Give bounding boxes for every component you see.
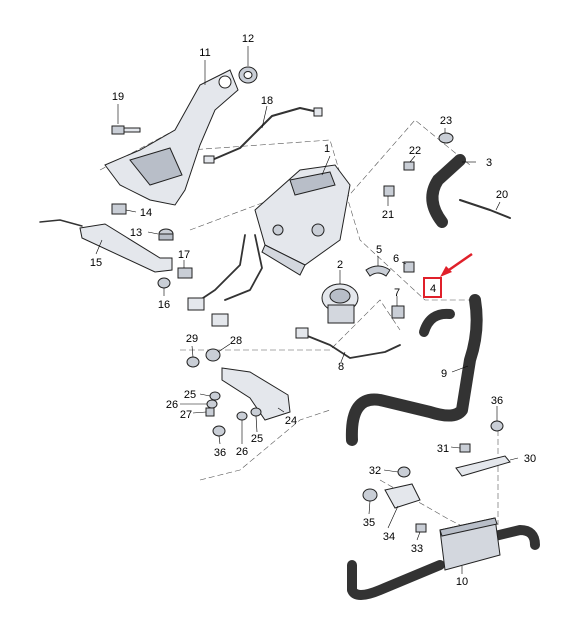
- callout-8: 8: [338, 361, 344, 373]
- callout-6: 6: [393, 253, 399, 265]
- callout-5: 5: [376, 244, 382, 256]
- callout-27: 27: [180, 409, 192, 421]
- callout-13: 13: [130, 227, 142, 239]
- cooler-part-10[interactable]: [347, 517, 540, 600]
- callout-26-a: 26: [166, 399, 178, 411]
- screw-part-6[interactable]: [403, 261, 415, 273]
- clamp-part-5[interactable]: [365, 265, 391, 277]
- callout-19: 19: [112, 91, 124, 103]
- hose-part-9[interactable]: [345, 294, 483, 446]
- callout-36-left: 36: [214, 447, 226, 459]
- callout-labels: 1 2 3 4 5 6 7 8 9 10 11 12 13 14 15 16 1…: [90, 33, 536, 588]
- callout-1: 1: [324, 143, 330, 155]
- bushing-part-35[interactable]: [362, 488, 378, 502]
- screw-part-33[interactable]: [415, 523, 427, 533]
- bracket-part-15[interactable]: [39, 219, 173, 273]
- callout-4: 4: [430, 283, 436, 295]
- callout-31: 31: [437, 443, 449, 455]
- callout-25-a: 25: [184, 389, 196, 401]
- washer-part-29[interactable]: [186, 356, 200, 368]
- nut-part-36-left[interactable]: [212, 425, 226, 437]
- callout-7: 7: [394, 287, 400, 299]
- callout-35: 35: [363, 517, 375, 529]
- callout-18: 18: [261, 95, 273, 107]
- screw-part-31[interactable]: [459, 443, 471, 453]
- nut-part-16[interactable]: [157, 277, 171, 289]
- callout-25-b: 25: [251, 433, 263, 445]
- callout-24: 24: [285, 415, 297, 427]
- bracket-part-11[interactable]: [104, 69, 239, 206]
- highlight-callout-4: [423, 252, 473, 298]
- bracket-part-24[interactable]: [221, 367, 291, 421]
- callout-30: 30: [524, 453, 536, 465]
- bracket-part-30[interactable]: [455, 455, 511, 477]
- callout-12: 12: [242, 33, 254, 45]
- nut-part-36-right[interactable]: [490, 420, 504, 432]
- callout-3: 3: [486, 157, 492, 169]
- sensor-wire-part-18[interactable]: [203, 107, 323, 164]
- callout-14: 14: [140, 207, 152, 219]
- grommet-part-12[interactable]: [238, 66, 258, 84]
- main-unit-part-1[interactable]: [254, 164, 351, 276]
- clip-part-28[interactable]: [205, 348, 221, 362]
- callout-9: 9: [441, 368, 447, 380]
- callout-21: 21: [382, 209, 394, 221]
- callout-22: 22: [409, 145, 421, 157]
- cable-tie-part-20[interactable]: [459, 199, 511, 219]
- callout-26-b: 26: [236, 446, 248, 458]
- callout-28: 28: [230, 335, 242, 347]
- callout-29: 29: [186, 333, 198, 345]
- seal-part-23[interactable]: [438, 132, 454, 144]
- callout-36-right: 36: [491, 395, 503, 407]
- callout-2: 2: [337, 259, 343, 271]
- callout-leader-lines: [95, 46, 519, 574]
- clip-part-14[interactable]: [111, 203, 127, 215]
- callout-32: 32: [369, 465, 381, 477]
- callout-33: 33: [411, 543, 423, 555]
- hose-part-4[interactable]: [419, 308, 455, 337]
- bracket-part-34[interactable]: [384, 483, 421, 509]
- mount-part-32[interactable]: [397, 466, 411, 478]
- nut-part-13[interactable]: [158, 228, 174, 241]
- callout-11: 11: [199, 47, 210, 59]
- cap-part-21[interactable]: [383, 185, 395, 197]
- bolt-part-19[interactable]: [111, 125, 141, 135]
- callout-17: 17: [178, 249, 190, 261]
- callout-23: 23: [440, 115, 452, 127]
- hose-part-3[interactable]: [426, 154, 466, 228]
- callout-20: 20: [496, 189, 508, 201]
- callout-15: 15: [90, 257, 102, 269]
- wiring-harness-connectors[interactable]: [187, 234, 263, 327]
- callout-34: 34: [383, 531, 395, 543]
- callout-10: 10: [456, 576, 468, 588]
- washer-part-26[interactable]: [206, 399, 248, 421]
- connector-part-17[interactable]: [177, 267, 193, 279]
- callout-16: 16: [158, 299, 170, 311]
- screw-part-22[interactable]: [403, 161, 415, 171]
- sensor-wire-part-8[interactable]: [295, 327, 401, 359]
- pump-part-2[interactable]: [321, 283, 359, 324]
- screw-part-27[interactable]: [205, 407, 215, 417]
- clip-part-7[interactable]: [391, 305, 405, 319]
